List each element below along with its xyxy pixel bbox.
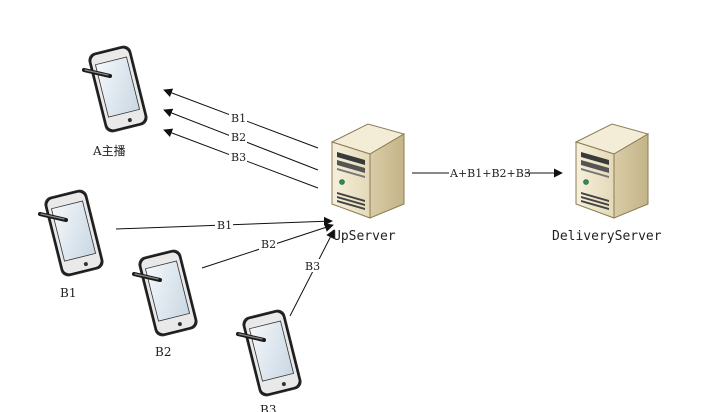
up-server: UpServer: [331, 123, 405, 244]
tablet-icon: [82, 41, 152, 137]
tablet-icon: [236, 305, 306, 401]
edge-label-up-to-anchor-b3: B3: [231, 151, 246, 164]
edge-label-up-to-anchor-b1: B1: [231, 112, 246, 125]
b1-label: B1: [60, 286, 76, 300]
edge-label-up-to-delivery: A+B1+B2+B3: [449, 167, 531, 180]
delivery-server-label: DeliveryServer: [552, 229, 662, 244]
anchor-device: A主播: [82, 41, 152, 158]
server-icon: [575, 123, 649, 219]
delivery-server: DeliveryServer: [552, 123, 662, 244]
edge-label-b1-to-up: B1: [217, 219, 232, 232]
b2-label: B2: [155, 345, 171, 359]
tablet-icon: [38, 185, 108, 281]
edge-label-up-to-anchor-b2: B2: [231, 131, 246, 144]
edge-label-b3-to-up: B3: [305, 260, 320, 273]
tablet-icon: [132, 245, 202, 341]
server-icon: [331, 123, 405, 219]
b3-label: B3: [260, 403, 276, 412]
up-server-label: UpServer: [333, 229, 396, 244]
anchor-label: A主播: [92, 144, 126, 158]
b2-device: B2: [132, 245, 202, 359]
b1-device: B1: [38, 185, 108, 300]
edge-label-b2-to-up: B2: [261, 238, 276, 251]
b3-device: B3: [236, 305, 306, 412]
edge-labels: B1 B2 B3 B1 B2 B3 A+B1+B2+B3: [215, 111, 531, 273]
edge-b3-to-up: [289, 229, 335, 317]
